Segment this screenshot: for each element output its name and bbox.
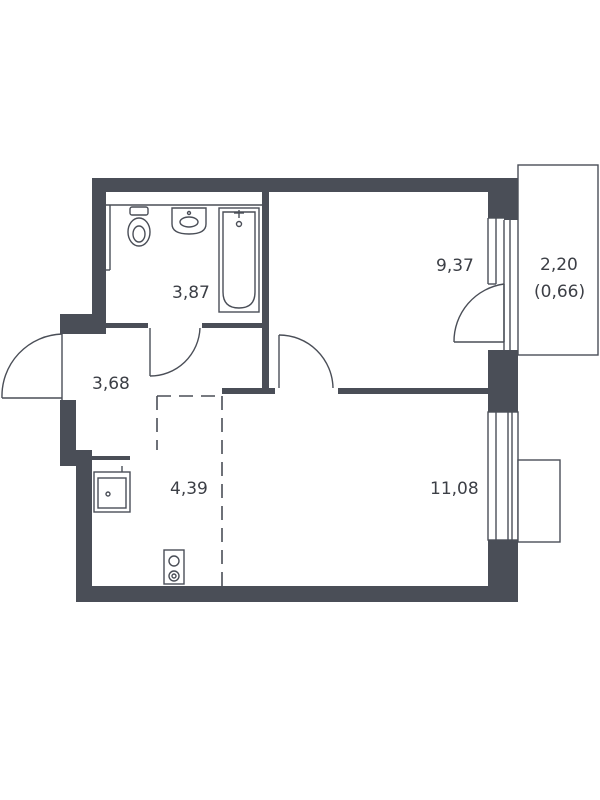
entrance-door[interactable] [1,333,63,400]
area-room: 9,37 [436,256,474,276]
sink-icon [171,207,207,235]
stove-icon [163,549,185,585]
wall-entrance-bottom [60,400,76,466]
balcony-door[interactable] [453,283,505,343]
area-bathroom: 3,87 [172,283,210,303]
wall-right-bottom [488,540,518,602]
room-door[interactable] [278,334,334,389]
wall-left-upper [92,178,106,328]
toilet-icon [127,206,151,247]
bathtub-icon [218,207,260,313]
window-living [487,411,519,541]
wall-right-top-inner [488,192,504,218]
balcony-outline [517,164,599,356]
wall-bath-bottom-right [202,323,269,328]
wall-bottom [76,586,518,602]
wall-right-top [504,178,518,220]
walls [60,178,518,602]
area-kitchen: 4,39 [170,479,208,499]
wall-partition-vertical [262,192,269,388]
wall-entrance-top [60,314,106,334]
wall-hall-living [222,388,275,394]
kitchen-sink-icon [93,466,131,513]
bathroom-door[interactable] [149,327,201,377]
wall-bath-bottom-left [106,323,148,328]
wall-room-living [338,388,488,394]
wall-kitchen-niche [92,456,130,460]
wall-top [92,178,518,192]
wall-left-lower [76,450,92,602]
area-balcony-reduced: (0,66) [534,282,585,302]
area-balcony: 2,20 [540,255,578,275]
window-sill-outside [517,459,561,543]
area-hallway: 3,68 [92,374,130,394]
wall-right-middle [488,350,518,412]
area-living: 11,08 [430,479,479,499]
